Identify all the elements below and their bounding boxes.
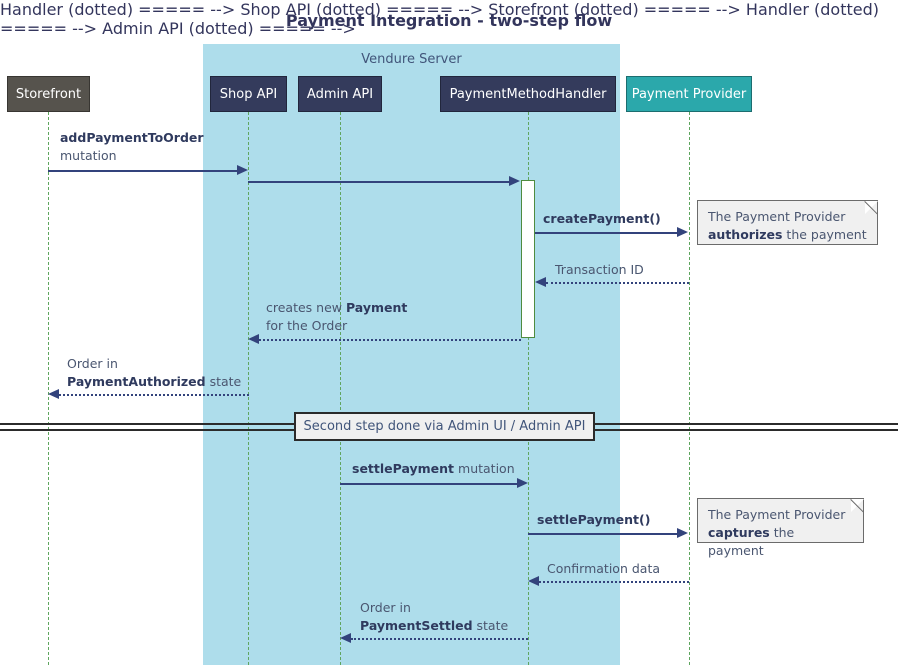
- message-label-text: for the Order: [266, 318, 348, 333]
- participant-label: Storefront: [15, 86, 82, 102]
- participant-label: Shop API: [219, 86, 278, 102]
- participant-label: Payment Provider: [631, 86, 747, 102]
- participant-storefront[interactable]: Storefront: [7, 76, 90, 112]
- activation-bar-payment-method-handler: [521, 180, 535, 338]
- message-arrow-add-payment-to-order: [48, 170, 238, 172]
- message-arrow-confirmation-data: [539, 581, 689, 583]
- message-label-settle-payment-mutation: settlePayment mutation: [352, 461, 515, 476]
- message-label-text: Transaction ID: [555, 262, 644, 277]
- message-label-text: Confirmation data: [547, 561, 661, 576]
- arrowhead-left: [248, 334, 259, 344]
- participant-label: PaymentMethodHandler: [449, 86, 607, 102]
- message-label-bold: addPaymentToOrder: [60, 130, 204, 145]
- group-label: Vendure Server: [361, 52, 462, 67]
- lifeline-payment-provider: [689, 112, 690, 665]
- message-label-text: state: [205, 374, 242, 389]
- message-label-settle-payment-call: settlePayment(): [537, 512, 650, 527]
- note-line-2: authorizes the payment: [708, 226, 867, 244]
- note-line-2: captures the payment: [708, 524, 853, 560]
- message-label-payment-settled: PaymentSettled state: [360, 618, 508, 633]
- lifeline-shop-api: [248, 112, 249, 665]
- lifeline-storefront: [48, 112, 49, 665]
- lifeline-payment-method-handler: [528, 112, 529, 665]
- divider-label-box: Second step done via Admin UI / Admin AP…: [294, 412, 595, 441]
- lifeline-admin-api: [340, 112, 341, 665]
- arrowhead-right: [517, 478, 528, 488]
- note-text: the payment: [708, 525, 795, 559]
- message-arrow-order-payment-authorized: [59, 394, 249, 396]
- note-captures: The Payment Provider captures the paymen…: [697, 498, 864, 558]
- participant-payment-provider[interactable]: Payment Provider: [626, 76, 752, 112]
- note-bold: captures: [708, 525, 770, 541]
- message-label-text: creates new: [266, 300, 346, 315]
- arrowhead-right: [677, 528, 688, 538]
- message-label-payment-authorized: PaymentAuthorized state: [67, 374, 241, 389]
- note-text: the payment: [782, 227, 867, 243]
- arrowhead-right: [677, 227, 688, 237]
- message-label-bold: settlePayment(): [537, 512, 651, 527]
- message-label-order-in-1: Order in: [67, 356, 118, 371]
- message-arrow-order-payment-settled: [351, 638, 528, 640]
- note-line-1: The Payment Provider: [708, 209, 846, 224]
- arrowhead-right: [509, 176, 520, 186]
- group-box-vendure-server: [203, 44, 620, 665]
- message-label-create-payment: createPayment(): [543, 211, 661, 226]
- message-label-bold: Payment: [345, 300, 408, 315]
- message-arrow-transaction-id: [546, 282, 689, 284]
- message-label-text: state: [472, 618, 509, 633]
- message-label-for-the-order: for the Order: [266, 318, 347, 333]
- participant-shop-api[interactable]: Shop API: [210, 76, 287, 112]
- message-label-bold: PaymentAuthorized: [67, 374, 206, 389]
- arrowhead-right: [237, 165, 248, 175]
- page-title: Payment Integration - two-step flow: [285, 11, 613, 30]
- message-label-mutation: mutation: [60, 148, 117, 163]
- arrowhead-left: [535, 277, 546, 287]
- divider-label: Second step done via Admin UI / Admin AP…: [303, 419, 586, 434]
- arrowhead-left: [340, 633, 351, 643]
- arrowhead-left: [528, 576, 539, 586]
- message-arrow-settle-payment-call: [528, 533, 678, 535]
- message-label-order-in-2: Order in: [360, 600, 411, 615]
- message-label-creates-new-payment: creates new Payment: [266, 300, 407, 315]
- message-label-confirmation-data: Confirmation data: [547, 561, 660, 576]
- message-label-text: Order in: [67, 356, 118, 371]
- message-label-text: mutation: [60, 148, 117, 163]
- message-label-bold: PaymentSettled: [360, 618, 473, 633]
- participant-admin-api[interactable]: Admin API: [298, 76, 382, 112]
- message-arrow-settle-payment-mutation: [340, 483, 518, 485]
- message-label-add-payment-to-order: addPaymentToOrder: [60, 130, 204, 145]
- note-line-1: The Payment Provider: [708, 507, 846, 522]
- message-label-transaction-id: Transaction ID: [555, 262, 644, 277]
- message-label-bold: settlePayment: [352, 461, 455, 476]
- arrowhead-left: [48, 389, 59, 399]
- message-label-bold: createPayment(): [543, 211, 661, 226]
- participant-payment-method-handler[interactable]: PaymentMethodHandler: [440, 76, 616, 112]
- message-label-text: Order in: [360, 600, 411, 615]
- message-arrow-shop-api-to-handler: [248, 181, 510, 183]
- participant-label: Admin API: [306, 86, 374, 102]
- message-arrow-creates-new-payment: [259, 339, 521, 341]
- note-authorizes: The Payment Provider authorizes the paym…: [697, 200, 878, 245]
- note-bold: authorizes: [708, 227, 783, 243]
- message-label-text: mutation: [454, 461, 515, 476]
- message-arrow-create-payment: [535, 232, 678, 234]
